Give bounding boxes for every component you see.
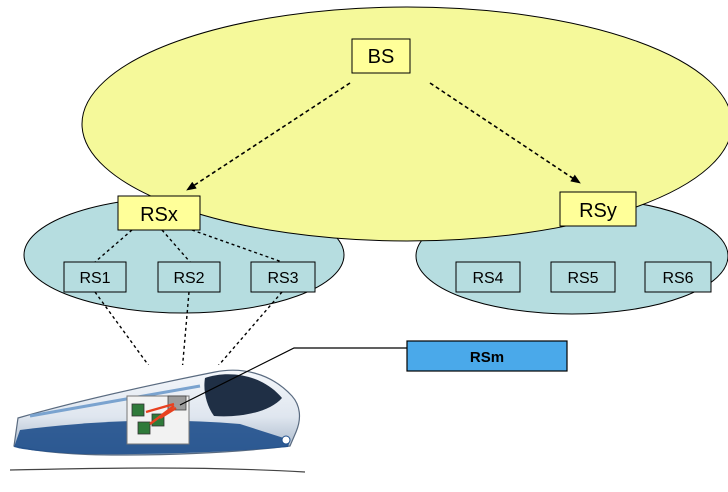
rsx-to-rs1-link — [94, 229, 133, 263]
rsx-to-rs2-link — [161, 229, 191, 263]
bs-to-rsx-link — [186, 82, 351, 191]
bs-node: BS — [351, 38, 411, 74]
rsy-node: RSy — [559, 191, 637, 227]
rsm-label: RSm — [470, 349, 504, 366]
bs-label: BS — [368, 46, 395, 68]
rs3-label: RS3 — [267, 270, 298, 287]
rsm-node: RSm — [406, 340, 568, 372]
rs3-to-train-link — [192, 291, 283, 396]
rsx-to-rs3-link — [191, 229, 283, 263]
rsy-label: RSy — [579, 200, 617, 222]
rsx-node: RSx — [117, 195, 201, 231]
train-antenna-array — [126, 395, 190, 445]
bs-coverage-cell — [81, 6, 728, 242]
rs2-label: RS2 — [173, 270, 204, 287]
rs2-node: RS2 — [157, 261, 221, 293]
rs6-node: RS6 — [644, 261, 712, 293]
rs1-label: RS1 — [79, 270, 110, 287]
rs5-node: RS5 — [550, 261, 616, 293]
rs5-label: RS5 — [567, 270, 598, 287]
rs3-node: RS3 — [250, 261, 316, 293]
rs4-node: RS4 — [455, 261, 521, 293]
rs6-label: RS6 — [662, 270, 693, 287]
rsm-callout-line — [179, 347, 410, 406]
rs1-node: RS1 — [63, 261, 127, 293]
bs-to-rsy-link — [429, 82, 581, 184]
rs4-label: RS4 — [472, 270, 503, 287]
rsx-label: RSx — [140, 204, 178, 226]
